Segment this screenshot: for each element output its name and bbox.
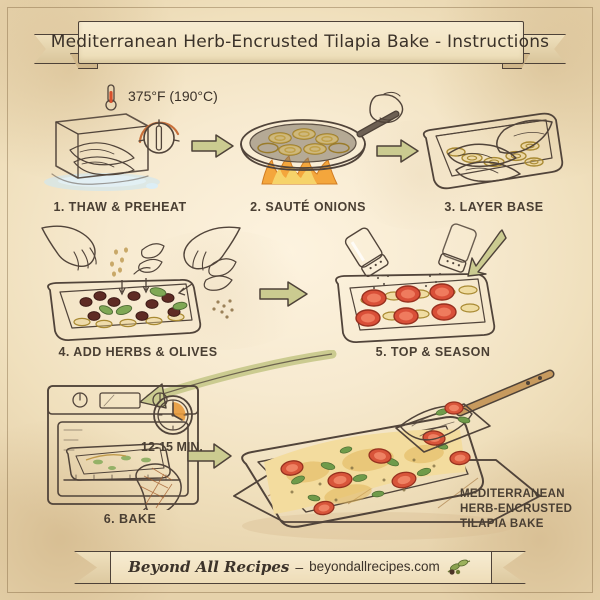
temperature-label: 375°F (190°C) — [128, 88, 218, 104]
final-dish-label-line-1: MEDITERRANEAN — [460, 488, 565, 500]
title-banner: Mediterranean Herb-Encrusted Tilapia Bak… — [34, 17, 566, 69]
page-title: Mediterranean Herb-Encrusted Tilapia Bak… — [50, 31, 550, 52]
final-dish-label-line-3: TILAPIA BAKE — [460, 518, 544, 531]
step-4-illustration — [34, 222, 248, 344]
arrow-step2-to-step3 — [375, 138, 421, 164]
footer-separator: – — [295, 558, 304, 575]
banner-ribbon — [78, 21, 524, 64]
final-dish-label: MEDITERRANEAN HERB-ENCRUSTED TILAPIA BAK… — [460, 487, 595, 533]
arrow-into-step5 — [466, 228, 508, 278]
arrow-step6-to-final — [186, 442, 234, 470]
step-4-caption: 4. ADD HERBS & OLIVES — [58, 345, 218, 359]
step-5-illustration — [330, 222, 540, 344]
footer-text: Beyond All Recipes – beyondallrecipes.co… — [110, 551, 490, 582]
olive-branch-icon — [446, 558, 472, 576]
step-2-illustration — [228, 88, 406, 198]
step-2-caption: 2. SAUTÉ ONIONS — [250, 200, 366, 214]
arrow-step1-to-step2 — [190, 133, 236, 159]
arrow-step4-to-step5 — [258, 280, 310, 308]
final-dish-label-line-2: HERB-ENCRUSTED — [460, 503, 573, 516]
thermometer-icon — [100, 82, 124, 112]
brand-name: Beyond All Recipes — [128, 557, 290, 576]
website-url: beyondallrecipes.com — [309, 559, 440, 574]
oven-dial-icon — [128, 108, 190, 160]
step-6-caption: 6. BAKE — [103, 512, 157, 526]
bake-time-label: 12-15 MIN. — [141, 440, 203, 454]
step-6-illustration — [42, 382, 212, 526]
footer-ribbon — [110, 551, 492, 584]
step-5-caption: 5. TOP & SEASON — [375, 345, 491, 359]
final-dish-illustration — [228, 368, 568, 543]
step-3-caption: 3. LAYER BASE — [444, 200, 544, 214]
step-1-illustration — [30, 78, 220, 196]
step-3-illustration — [412, 100, 584, 198]
step-1-caption: 1. THAW & PREHEAT — [53, 200, 187, 214]
footer-banner: Beyond All Recipes – beyondallrecipes.co… — [74, 548, 526, 588]
clock-icon — [150, 392, 196, 438]
